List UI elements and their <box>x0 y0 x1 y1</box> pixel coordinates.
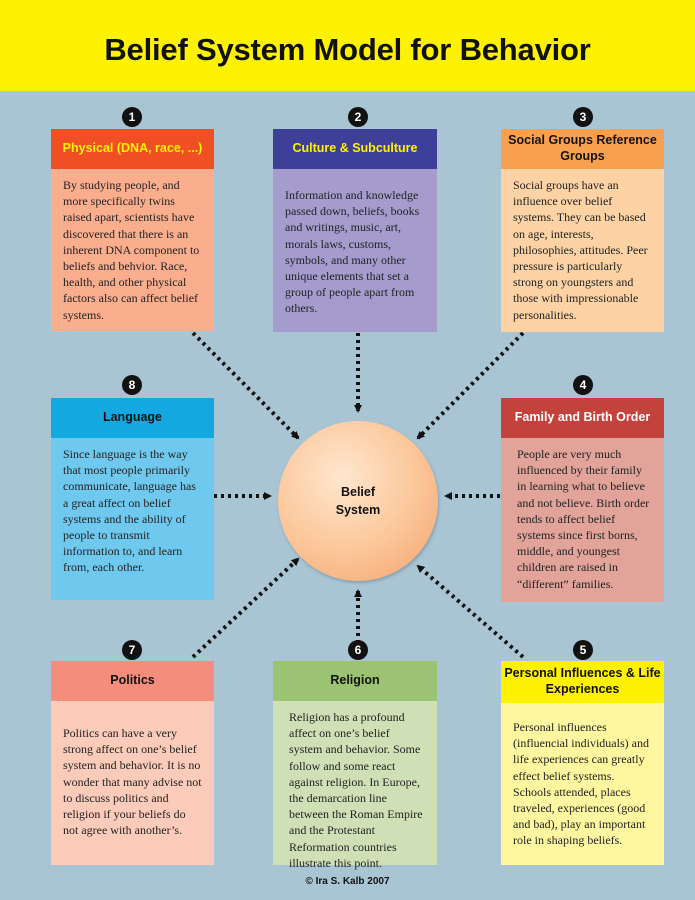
number-badge-2: 2 <box>348 107 368 127</box>
copyright: © Ira S. Kalb 2007 <box>305 876 390 887</box>
number-badge-4: 4 <box>573 375 593 395</box>
card-body-physical: By studying people, and more specificall… <box>51 169 214 331</box>
card-personal-influences: Personal Influences & Life Experiences P… <box>501 661 664 865</box>
header-banner: Belief System Model for Behavior <box>0 0 695 91</box>
page-title: Belief System Model for Behavior <box>104 32 591 67</box>
card-title-language: Language <box>51 398 214 438</box>
number-badge-3: 3 <box>573 107 593 127</box>
card-culture: Culture & Subculture Information and kno… <box>273 129 437 332</box>
card-politics: Politics Politics can have a very strong… <box>51 661 214 865</box>
card-religion: Religion Religion has a profound affect … <box>273 661 437 870</box>
number-badge-6: 6 <box>348 640 368 660</box>
card-body-politics: Politics can have a very strong affect o… <box>51 701 214 865</box>
card-language: Language Since language is the way that … <box>51 398 214 600</box>
arrow-politics <box>191 557 300 659</box>
number-badge-5: 5 <box>573 640 593 660</box>
card-title-family: Family and Birth Order <box>501 398 664 438</box>
number-badge-7: 7 <box>122 640 142 660</box>
card-physical: Physical (DNA, race, ...) By studying pe… <box>51 129 214 331</box>
card-title-social-groups: Social Groups Reference Groups <box>501 129 664 169</box>
card-body-personal-influences: Personal influences (influencial individ… <box>501 703 664 865</box>
number-badge-1: 1 <box>122 107 142 127</box>
card-body-language: Since language is the way that most peop… <box>51 438 214 600</box>
card-title-culture: Culture & Subculture <box>273 129 437 169</box>
card-family: Family and Birth Order People are very m… <box>501 398 664 602</box>
card-body-family: People are very much influenced by their… <box>501 438 664 602</box>
arrow-personal <box>416 564 525 659</box>
card-title-personal-influences: Personal Influences & Life Experiences <box>501 661 664 703</box>
center-line-2: System <box>335 503 381 517</box>
card-social-groups: Social Groups Reference Groups Social gr… <box>501 129 664 332</box>
card-title-physical: Physical (DNA, race, ...) <box>51 129 214 169</box>
card-body-social-groups: Social groups have an influence over bel… <box>501 169 664 332</box>
card-body-culture: Information and knowledge passed down, b… <box>273 169 437 332</box>
card-title-politics: Politics <box>51 661 214 701</box>
center-line-1: Belief <box>340 485 376 499</box>
number-badge-8: 8 <box>122 375 142 395</box>
card-title-religion: Religion <box>273 661 437 701</box>
card-body-religion: Religion has a profound affect on one’s … <box>273 701 437 870</box>
